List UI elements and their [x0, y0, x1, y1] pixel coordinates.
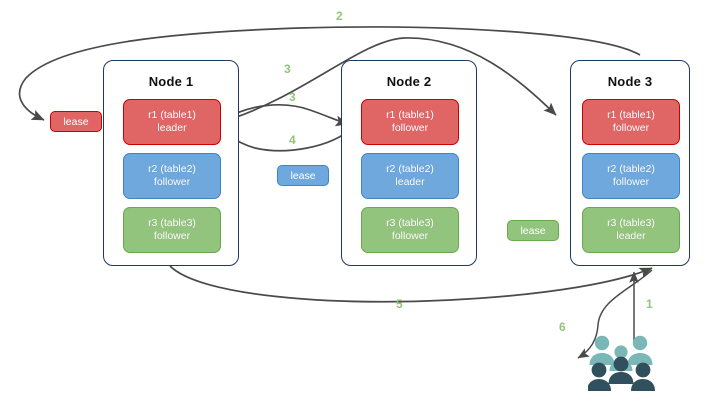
replica-role: follower — [391, 122, 429, 134]
replica-node1-r2[interactable]: r2 (table2) follower — [123, 153, 221, 199]
replica-name: r1 (table1) — [386, 109, 434, 121]
replica-node1-r1[interactable]: r1 (table1) leader — [123, 99, 221, 145]
edge-label-4: 4 — [289, 133, 296, 147]
edge-label-3-upper: 3 — [284, 62, 291, 76]
replica-node3-r1[interactable]: r1 (table1) follower — [582, 99, 680, 145]
replica-role: leader — [157, 122, 187, 134]
lease-label: lease — [520, 224, 546, 237]
replica-role: leader — [395, 176, 425, 188]
node-title: Node 3 — [607, 74, 653, 89]
people-group-icon — [587, 334, 660, 396]
replica-node2-r3[interactable]: r3 (table3) follower — [361, 207, 459, 253]
edge-label-2: 2 — [336, 9, 343, 23]
replica-node2-r1[interactable]: r1 (table1) follower — [361, 99, 459, 145]
replica-node3-r2[interactable]: r2 (table2) follower — [582, 153, 680, 199]
lease-badge-node3[interactable]: lease — [507, 220, 559, 241]
node-container-1[interactable]: Node 1 r1 (table1) leader r2 (table2) fo… — [103, 60, 239, 266]
replica-node1-r3[interactable]: r3 (table3) follower — [123, 207, 221, 253]
edge-6-path — [577, 269, 653, 359]
replica-role: leader — [616, 230, 646, 242]
node-title: Node 1 — [148, 74, 194, 89]
lease-label: lease — [290, 169, 316, 182]
edge-4-path — [223, 127, 353, 152]
replica-name: r3 (table3) — [148, 217, 196, 229]
edge-label-6: 6 — [559, 320, 566, 334]
edge-3-upper-path — [217, 37, 557, 124]
lease-badge-node2[interactable]: lease — [277, 165, 329, 186]
replica-name: r2 (table2) — [386, 163, 434, 175]
replica-role: follower — [612, 176, 650, 188]
node-container-3[interactable]: Node 3 r1 (table1) follower r2 (table2) … — [570, 60, 690, 266]
edge-3-lower-path — [218, 104, 349, 127]
replica-name: r2 (table2) — [607, 163, 655, 175]
edge-2-path — [18, 26, 641, 121]
lease-label: lease — [63, 115, 89, 128]
edge-label-1: 1 — [646, 297, 653, 311]
replica-name: r2 (table2) — [148, 163, 196, 175]
node-container-2[interactable]: Node 2 r1 (table1) follower r2 (table2) … — [341, 60, 477, 266]
replica-name: r3 (table3) — [386, 217, 434, 229]
edge-label-3-lower: 3 — [289, 90, 296, 104]
replica-name: r3 (table3) — [607, 217, 655, 229]
replica-node3-r3[interactable]: r3 (table3) leader — [582, 207, 680, 253]
replica-role: follower — [153, 176, 191, 188]
replica-role: follower — [391, 230, 429, 242]
edge-5-path — [169, 265, 653, 303]
replica-role: follower — [153, 230, 191, 242]
replica-name: r1 (table1) — [607, 109, 655, 121]
replica-name: r1 (table1) — [148, 109, 196, 121]
replica-role: follower — [612, 122, 650, 134]
lease-badge-node1[interactable]: lease — [50, 111, 102, 132]
node-title: Node 2 — [386, 74, 432, 89]
replica-node2-r2[interactable]: r2 (table2) leader — [361, 153, 459, 199]
edge-label-5: 5 — [396, 297, 403, 311]
